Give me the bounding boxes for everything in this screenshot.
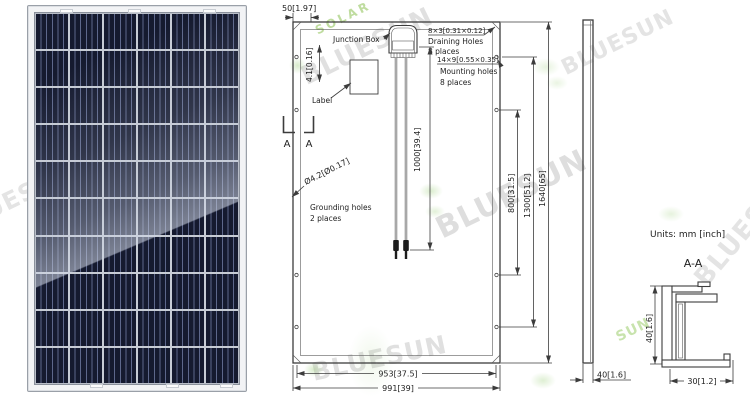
frame-tab <box>60 9 73 13</box>
junction-box-label: Junction Box <box>332 35 380 44</box>
section-letter: A <box>306 139 313 150</box>
label-box <box>349 59 379 95</box>
connector <box>393 240 399 259</box>
dim-cable-length: 1000[39.4] <box>413 128 422 172</box>
mounting-size: 14×9[0.55×0.35] <box>437 56 499 64</box>
watermark-leaf <box>658 206 684 222</box>
section-title: A-A <box>684 257 703 270</box>
dim-mount-span-outer: 1300[51.2] <box>523 174 532 218</box>
dim-width-mount: 953[37.5] <box>378 370 417 379</box>
mounting-name: Mounting holes <box>440 67 498 76</box>
draining-places: 8 places <box>428 47 459 56</box>
frame-tab <box>220 384 233 388</box>
draining-name: Draining Holes <box>428 37 483 46</box>
dim-frame-edge: 4.1[0.16] <box>305 47 314 82</box>
connector <box>403 240 409 259</box>
section-markers: A A <box>282 116 315 150</box>
grounding-name: Grounding holes <box>310 203 372 212</box>
dim-width-total: 991[39] <box>382 384 414 393</box>
watermark-leaf <box>530 372 556 389</box>
units-note: Units: mm [inch] <box>650 230 725 240</box>
side-view: 40[1.6] <box>570 19 631 383</box>
watermark-leaf <box>546 76 568 90</box>
junction-box <box>388 24 418 58</box>
frame-tab <box>203 9 216 13</box>
frame-tab <box>90 384 103 388</box>
frame-tab <box>166 384 179 388</box>
dim-section-height: 40[1.6] <box>645 314 654 343</box>
dim-section-width: 30[1.2] <box>687 377 716 386</box>
dim-top-offset: 50[1.97] <box>282 4 316 13</box>
watermark-leaf <box>348 325 394 397</box>
frame-tab <box>128 9 141 13</box>
cables <box>393 57 409 259</box>
label-annotation: Label <box>312 96 332 105</box>
grounding-size: Ø4.2[Ø0.17] <box>302 155 351 186</box>
dim-height-total: 1640[65] <box>538 170 547 207</box>
dim-side-thickness: 40[1.6] <box>597 371 626 380</box>
draining-size: 8×3[0.31×0.12] <box>428 27 486 35</box>
mounting-holes <box>294 54 499 330</box>
grounding-places: 2 places <box>310 214 341 223</box>
section-aa-profile: 40[1.6] 30[1.2] <box>645 281 734 386</box>
dim-mount-span: 800[31.5] <box>507 174 516 213</box>
mounting-places: 8 places <box>440 78 471 87</box>
section-letter: A <box>284 139 291 150</box>
